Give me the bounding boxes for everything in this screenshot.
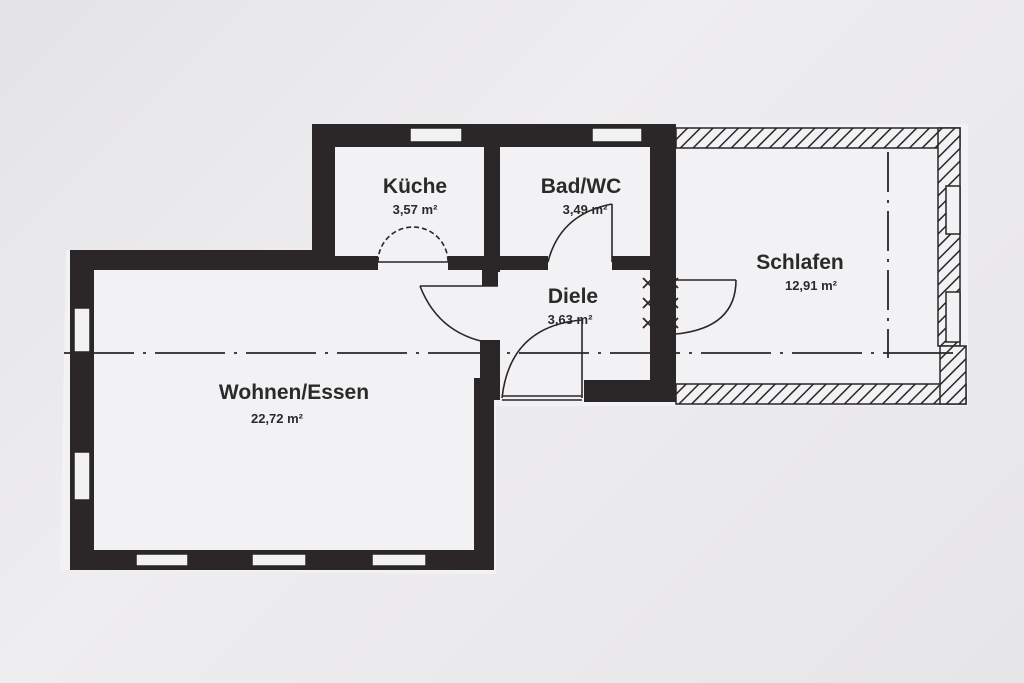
room-area-kueche: 3,57 m² [393, 202, 438, 217]
room-name-schlafen: Schlafen [756, 251, 844, 274]
window-living-left-1 [73, 307, 91, 353]
hatched-walls [675, 127, 967, 405]
window-living-bottom-1 [135, 553, 189, 567]
room-diele: Diele 3,63 m² [548, 285, 599, 327]
room-bad: Bad/WC 3,49 m² [541, 175, 622, 217]
room-name-wohnen: Wohnen/Essen [219, 381, 369, 404]
window-living-bottom-3 [371, 553, 427, 567]
room-name-bad: Bad/WC [541, 175, 622, 198]
door-diele-arc [419, 285, 499, 345]
demolition-marks [642, 277, 679, 329]
window-sleep-1 [945, 185, 961, 235]
room-wohnen: Wohnen/Essen 22,72 m² [219, 381, 369, 426]
room-area-wohnen: 22,72 m² [251, 411, 304, 426]
door-sleep-arc [675, 279, 737, 335]
window-living-left-2 [73, 451, 91, 501]
window-sleep-2 [945, 291, 961, 343]
room-name-kueche: Küche [383, 175, 447, 198]
window-bath [591, 127, 643, 143]
walls [70, 124, 676, 570]
room-area-bad: 3,49 m² [563, 202, 608, 217]
plan-paper [60, 124, 968, 574]
windows [73, 127, 961, 567]
door-entrance-arc [501, 319, 583, 399]
room-schlafen: Schlafen 12,91 m² [756, 251, 844, 293]
window-kitchen [409, 127, 463, 143]
room-kueche: Küche 3,57 m² [383, 175, 447, 217]
section-line [64, 152, 960, 358]
door-bath-arc [547, 203, 613, 263]
window-living-bottom-2 [251, 553, 307, 567]
room-area-diele: 3,63 m² [548, 312, 593, 327]
room-area-schlafen: 12,91 m² [785, 278, 838, 293]
room-name-diele: Diele [548, 285, 598, 308]
doors [377, 203, 737, 401]
